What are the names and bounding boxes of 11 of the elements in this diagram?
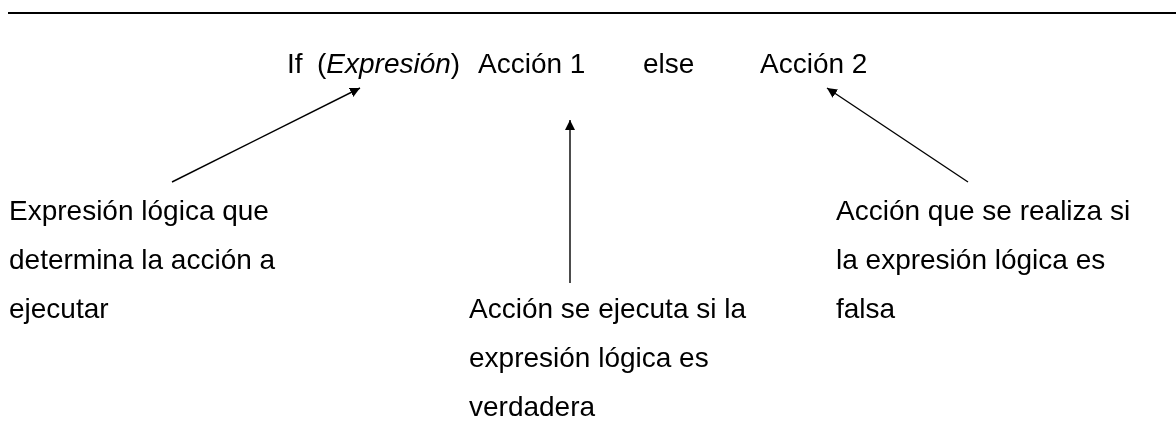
arrow <box>826 87 969 183</box>
arrow <box>171 87 361 183</box>
code-text: Acción 1 <box>478 48 586 80</box>
annotation-text: Acción que se realiza si la expresión lógica es falsa <box>836 186 1156 333</box>
keyword-text: else <box>643 48 695 80</box>
keyword-text: If <box>287 48 303 80</box>
annotation-text: Expresión lógica que determina la acción a ejecutar <box>9 186 309 333</box>
annotation-text: Acción se ejecuta si la expresión lógica es verdadera <box>469 284 789 431</box>
code-text: (Expresión) <box>317 48 461 80</box>
code-text: Acción 2 <box>760 48 868 80</box>
arrow <box>565 119 575 284</box>
